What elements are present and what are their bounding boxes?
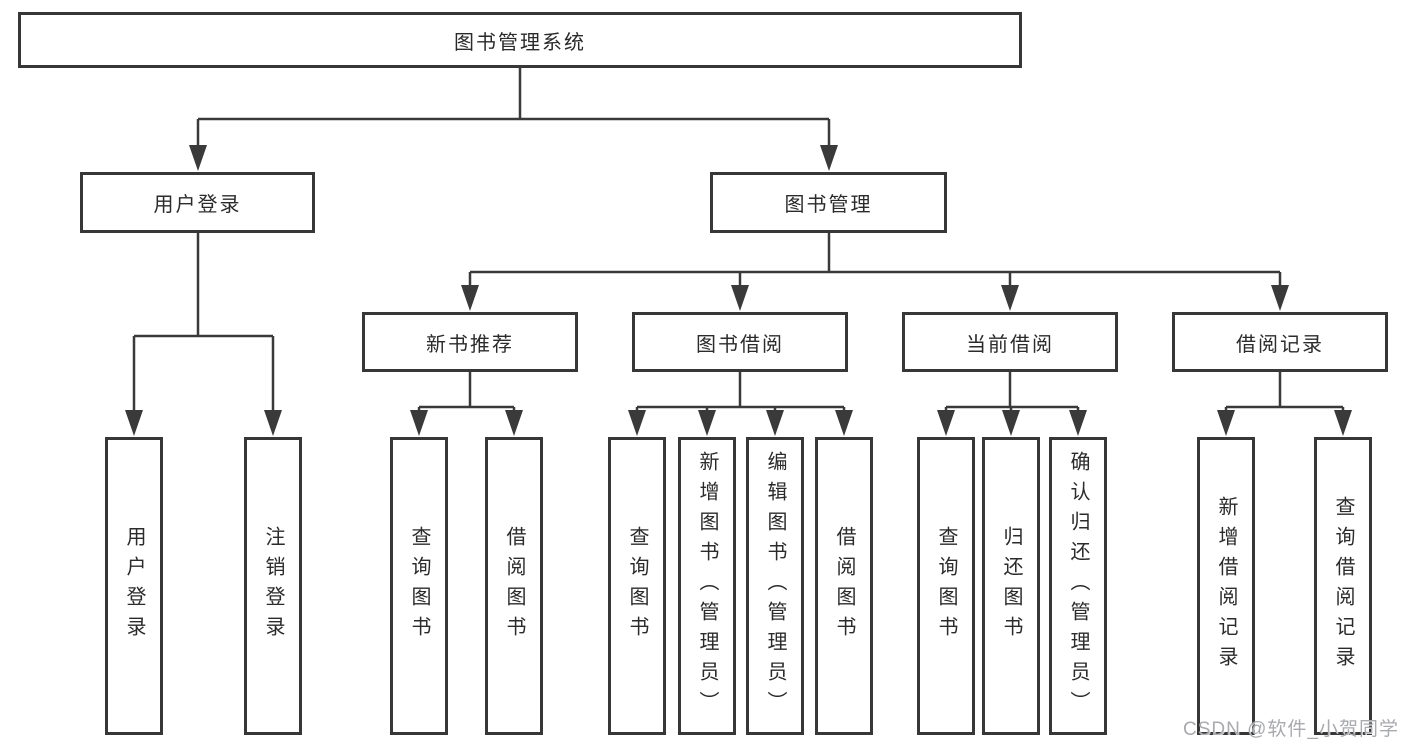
node-user-login: 用户登录 xyxy=(80,172,315,233)
node-root-system: 图书管理系统 xyxy=(18,12,1022,68)
arrow-down-icon xyxy=(1001,285,1019,311)
arrow-down-icon xyxy=(628,410,646,436)
arrow-down-icon xyxy=(698,410,716,436)
connector-root xyxy=(189,68,838,171)
arrow-down-icon xyxy=(835,410,853,436)
connector-book-borrow xyxy=(628,372,853,436)
leaf-logout: 注销登录 xyxy=(244,437,302,735)
arrow-down-icon xyxy=(461,285,479,311)
arrow-down-icon xyxy=(189,145,207,171)
leaf-cb-query-books: 查询图书 xyxy=(917,437,975,735)
arrow-down-icon xyxy=(1069,410,1087,436)
connector-borrow-records xyxy=(1217,372,1352,436)
arrow-down-icon xyxy=(766,410,784,436)
leaf-br-query-record: 查询借阅记录 xyxy=(1314,437,1372,735)
leaf-user-login: 用户登录 xyxy=(105,437,163,735)
leaf-cb-confirm-return-admin: 确认归还（管理员） xyxy=(1049,437,1107,735)
node-new-book-recommend: 新书推荐 xyxy=(362,312,578,372)
leaf-bb-borrow-books: 借阅图书 xyxy=(815,437,873,735)
arrow-down-icon xyxy=(1217,410,1235,436)
arrow-down-icon xyxy=(505,410,523,436)
csdn-watermark: CSDN @软件_小贺同学 xyxy=(1183,719,1399,740)
leaf-bb-add-books-admin: 新增图书（管理员） xyxy=(678,437,736,735)
node-borrow-records: 借阅记录 xyxy=(1172,312,1388,372)
arrow-down-icon xyxy=(1271,285,1289,311)
connector-book-mgmt xyxy=(461,233,1289,311)
connector-current-borrow xyxy=(937,372,1087,436)
connector-new-book-rec xyxy=(410,372,523,436)
arrow-down-icon xyxy=(410,410,428,436)
leaf-br-add-record: 新增借阅记录 xyxy=(1197,437,1255,735)
leaf-cb-return-books: 归还图书 xyxy=(982,437,1040,735)
arrow-down-icon xyxy=(264,410,282,436)
leaf-bb-query-books: 查询图书 xyxy=(608,437,666,735)
leaf-nbr-borrow-books: 借阅图书 xyxy=(485,437,543,735)
arrow-down-icon xyxy=(820,145,838,171)
arrow-down-icon xyxy=(125,410,143,436)
leaf-bb-edit-books-admin: 编辑图书（管理员） xyxy=(746,437,804,735)
arrow-down-icon xyxy=(937,410,955,436)
node-current-borrow: 当前借阅 xyxy=(902,312,1118,372)
leaf-nbr-query-books: 查询图书 xyxy=(390,437,448,735)
connector-user-login xyxy=(125,233,282,436)
node-book-borrow: 图书借阅 xyxy=(632,312,848,372)
arrow-down-icon xyxy=(1002,410,1020,436)
node-book-management: 图书管理 xyxy=(710,172,947,233)
arrow-down-icon xyxy=(1334,410,1352,436)
arrow-down-icon xyxy=(731,285,749,311)
